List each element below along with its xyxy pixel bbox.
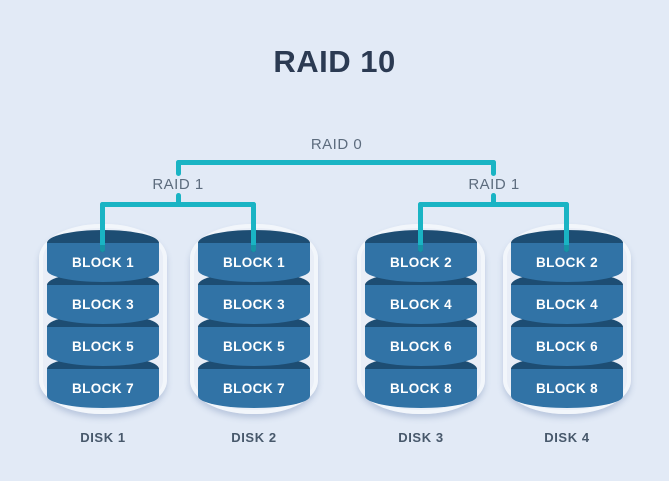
block-label: BLOCK 2 xyxy=(535,255,599,270)
block-label: BLOCK 5 xyxy=(222,339,286,354)
block-label: BLOCK 8 xyxy=(389,381,453,396)
disk-cylinder-3: BLOCK 2 BLOCK 4 BLOCK 6 BLOCK 8 xyxy=(357,224,485,414)
disk-label-3: DISK 3 xyxy=(398,430,444,445)
block-label: BLOCK 1 xyxy=(71,255,135,270)
block-label: BLOCK 8 xyxy=(535,381,599,396)
raid0-stub-right xyxy=(491,160,496,176)
block-label: BLOCK 6 xyxy=(389,339,453,354)
block-label: BLOCK 5 xyxy=(71,339,135,354)
disk-label-2: DISK 2 xyxy=(231,430,277,445)
block-body xyxy=(47,327,159,366)
disk-stack: BLOCK 1 BLOCK 3 BLOCK 5 BLOCK 7 xyxy=(198,230,310,408)
block-label: BLOCK 6 xyxy=(535,339,599,354)
raid1-label-right: RAID 1 xyxy=(468,176,520,193)
block-body xyxy=(198,285,310,324)
disk-cylinder-1: BLOCK 1 BLOCK 3 BLOCK 5 BLOCK 7 xyxy=(39,224,167,414)
block-body xyxy=(365,327,477,366)
raid1-bus-line-left xyxy=(100,202,256,207)
disk-block: BLOCK 4 xyxy=(365,272,477,324)
block-label: BLOCK 7 xyxy=(71,381,135,396)
disk-stack: BLOCK 2 BLOCK 4 BLOCK 6 BLOCK 8 xyxy=(365,230,477,408)
block-label: BLOCK 4 xyxy=(535,297,599,312)
block-body xyxy=(47,369,159,408)
raid1-stub-right xyxy=(491,193,496,206)
connector-drop-disk3 xyxy=(418,202,423,252)
raid1-stub-left xyxy=(176,193,181,206)
block-body xyxy=(511,369,623,408)
block-label: BLOCK 7 xyxy=(222,381,286,396)
raid0-stub-left xyxy=(176,160,181,176)
raid1-bus-line-right xyxy=(418,202,569,207)
block-body xyxy=(198,327,310,366)
raid1-label-left: RAID 1 xyxy=(152,176,204,193)
connector-drop-disk4 xyxy=(564,202,569,252)
raid0-label: RAID 0 xyxy=(310,136,363,153)
block-body xyxy=(511,327,623,366)
block-label: BLOCK 3 xyxy=(222,297,286,312)
disk-label-4: DISK 4 xyxy=(544,430,590,445)
page-title: RAID 10 xyxy=(273,44,396,79)
disk-stack: BLOCK 1 BLOCK 3 BLOCK 5 BLOCK 7 xyxy=(47,230,159,408)
block-body xyxy=(511,285,623,324)
block-body xyxy=(365,285,477,324)
block-label: BLOCK 1 xyxy=(222,255,286,270)
block-label: BLOCK 4 xyxy=(389,297,453,312)
raid0-bus-line xyxy=(176,160,496,165)
block-label: BLOCK 3 xyxy=(71,297,135,312)
disk-block: BLOCK 6 xyxy=(365,314,477,366)
disk-cylinder-2: BLOCK 1 BLOCK 3 BLOCK 5 BLOCK 7 xyxy=(190,224,318,414)
block-body xyxy=(198,369,310,408)
disk-block: BLOCK 8 xyxy=(365,356,477,408)
block-body xyxy=(47,285,159,324)
disk-cylinder-4: BLOCK 2 BLOCK 4 BLOCK 6 BLOCK 8 xyxy=(503,224,631,414)
block-body xyxy=(365,369,477,408)
connector-drop-disk2 xyxy=(251,202,256,252)
disk-stack: BLOCK 2 BLOCK 4 BLOCK 6 BLOCK 8 xyxy=(511,230,623,408)
connector-drop-disk1 xyxy=(100,202,105,252)
disk-label-1: DISK 1 xyxy=(80,430,126,445)
block-label: BLOCK 2 xyxy=(389,255,453,270)
